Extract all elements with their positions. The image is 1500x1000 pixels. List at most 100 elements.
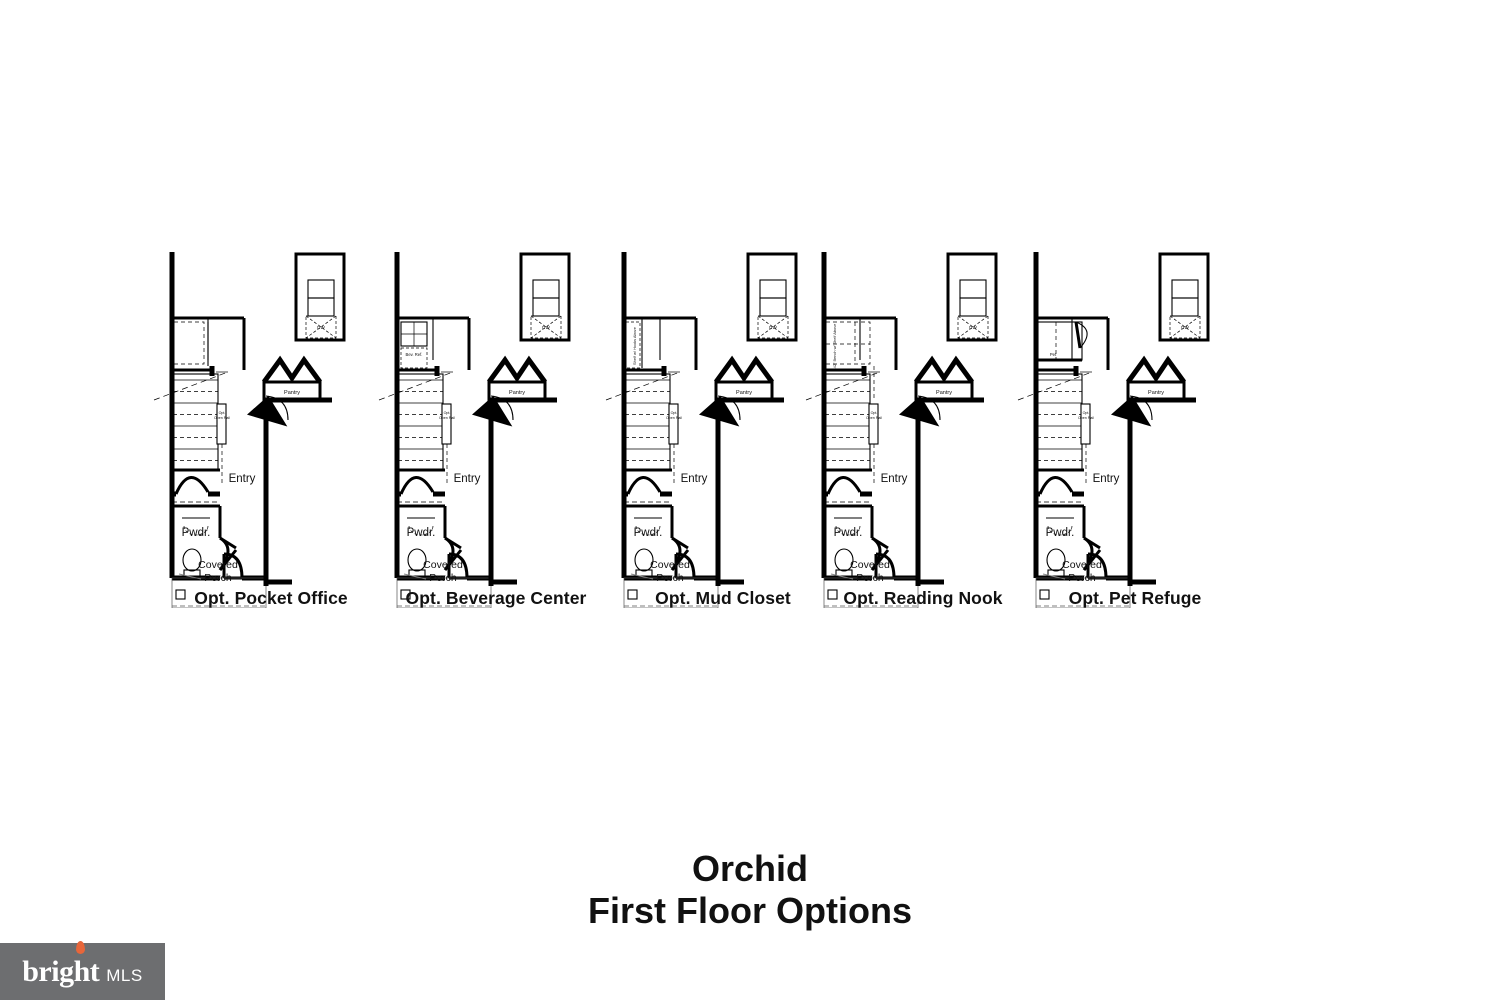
label-covered-porch-line2: Porch [856,572,884,584]
dishwasher-symbol [1169,315,1201,339]
pantry-ceiling-profile [713,355,775,384]
label-opt-open-rail-2: Open Rail [439,416,455,420]
option-area-pocket-office [173,321,209,366]
label-powder-room: Pwdr. [182,527,211,539]
toilet-fixture [834,548,854,572]
label-entry: Entry [681,473,708,485]
staircase [396,373,444,471]
closet-door-swing [626,476,662,495]
toilet-fixture [407,548,427,572]
pocket-office-desk [173,321,205,365]
label-entry: Entry [1093,473,1120,485]
option-area-reading-nook [825,321,875,398]
label-option-note-beverage-center: Bev. Ref. [406,352,423,357]
label-pantry: Pantry [509,390,525,396]
label-covered-porch-line1: Covered [1062,559,1102,571]
label-pantry: Pantry [284,390,300,396]
front-door-swing [223,552,244,579]
opt-open-rail-marker [868,403,879,445]
label-opt-open-rail-1: Opt. [444,411,451,415]
dishwasher-symbol [305,315,337,339]
pantry-door-leaf [471,395,513,427]
kitchen-island [946,252,998,342]
plan-subtitle: First Floor Options [588,890,912,932]
toilet-fixture [1046,548,1066,572]
label-covered-porch-line2: Porch [656,572,684,584]
porch-column [827,589,838,600]
bright-mls-watermark: bright ™ MLS [0,933,165,1000]
label-pantry: Pantry [936,390,952,396]
label-pantry: Pantry [736,390,752,396]
porch-column [175,589,186,600]
label-covered-porch-line1: Covered [423,559,463,571]
pantry-ceiling-profile [261,355,323,384]
pantry-ceiling-profile [913,355,975,384]
label-covered-porch-line2: Porch [429,572,457,584]
staircase [1035,373,1083,471]
floor-plan-caption-mud-closet: Opt. Mud Closet [655,588,791,608]
label-opt-open-rail-1: Opt. [671,411,678,415]
opt-open-rail-marker [441,403,452,445]
closet-door-swing [399,476,435,495]
dishwasher-symbol [757,315,789,339]
label-opt-open-rail-1: Opt. [219,411,226,415]
label-option-note-reading-nook: 42" Bench w/ Shelf Above [832,324,837,369]
label-opt-open-rail-1: Opt. [1083,411,1090,415]
watermark-mls-text: MLS [106,965,143,985]
label-covered-porch-line1: Covered [850,559,890,571]
label-option-note-mud-closet: Shelf w/ Hooks Above [632,327,637,365]
toilet-fixture [634,548,654,572]
sink-fixture [183,525,209,536]
label-opt-open-rail-2: Open Rail [866,416,882,420]
pantry-door-leaf [246,395,288,427]
label-entry: Entry [229,473,256,485]
label-pantry: Pantry [1148,390,1164,396]
mud-closet-shelf [625,321,641,369]
option-area-pet-refuge [1036,321,1088,362]
plan-name-title: Orchid [691,848,808,889]
staircase [823,373,871,471]
closet-door-swing [1038,476,1074,495]
label-powder-room: Pwdr. [1046,527,1075,539]
pantry-ceiling-profile [1125,355,1187,384]
label-covered-porch-line2: Porch [204,572,232,584]
porch-column [400,589,411,600]
label-entry: Entry [881,473,908,485]
label-covered-porch-line2: Porch [1068,572,1096,584]
pantry-ceiling-profile [486,355,548,384]
front-door-swing [675,552,696,579]
reading-nook-bench [825,321,871,365]
label-entry: Entry [454,473,481,485]
pantry-door-leaf [898,395,940,427]
dishwasher-symbol [957,315,989,339]
option-area-beverage-center [400,321,428,369]
staircase [171,373,219,471]
label-dishwasher: DW [769,325,777,330]
toilet-fixture [182,548,202,572]
pantry-door-leaf [698,395,740,427]
covered-porch-outline [623,577,719,608]
label-opt-open-rail-2: Open Rail [214,416,230,420]
sink-fixture [1047,525,1073,536]
sink-fixture [408,525,434,536]
sink-fixture [635,525,661,536]
opt-open-rail-marker [1080,403,1091,445]
label-powder-room: Pwdr. [834,527,863,539]
closet-door-swing [174,476,210,495]
watermark-brand-text: bright [22,954,100,988]
label-opt-open-rail-2: Open Rail [1078,416,1094,420]
floor-plan-caption-pet-refuge: Opt. Pet Refuge [1068,588,1202,608]
label-covered-porch-line1: Covered [650,559,690,571]
kitchen-island [746,252,798,342]
sheet-title-block: Orchid First Floor Options [0,848,1500,933]
